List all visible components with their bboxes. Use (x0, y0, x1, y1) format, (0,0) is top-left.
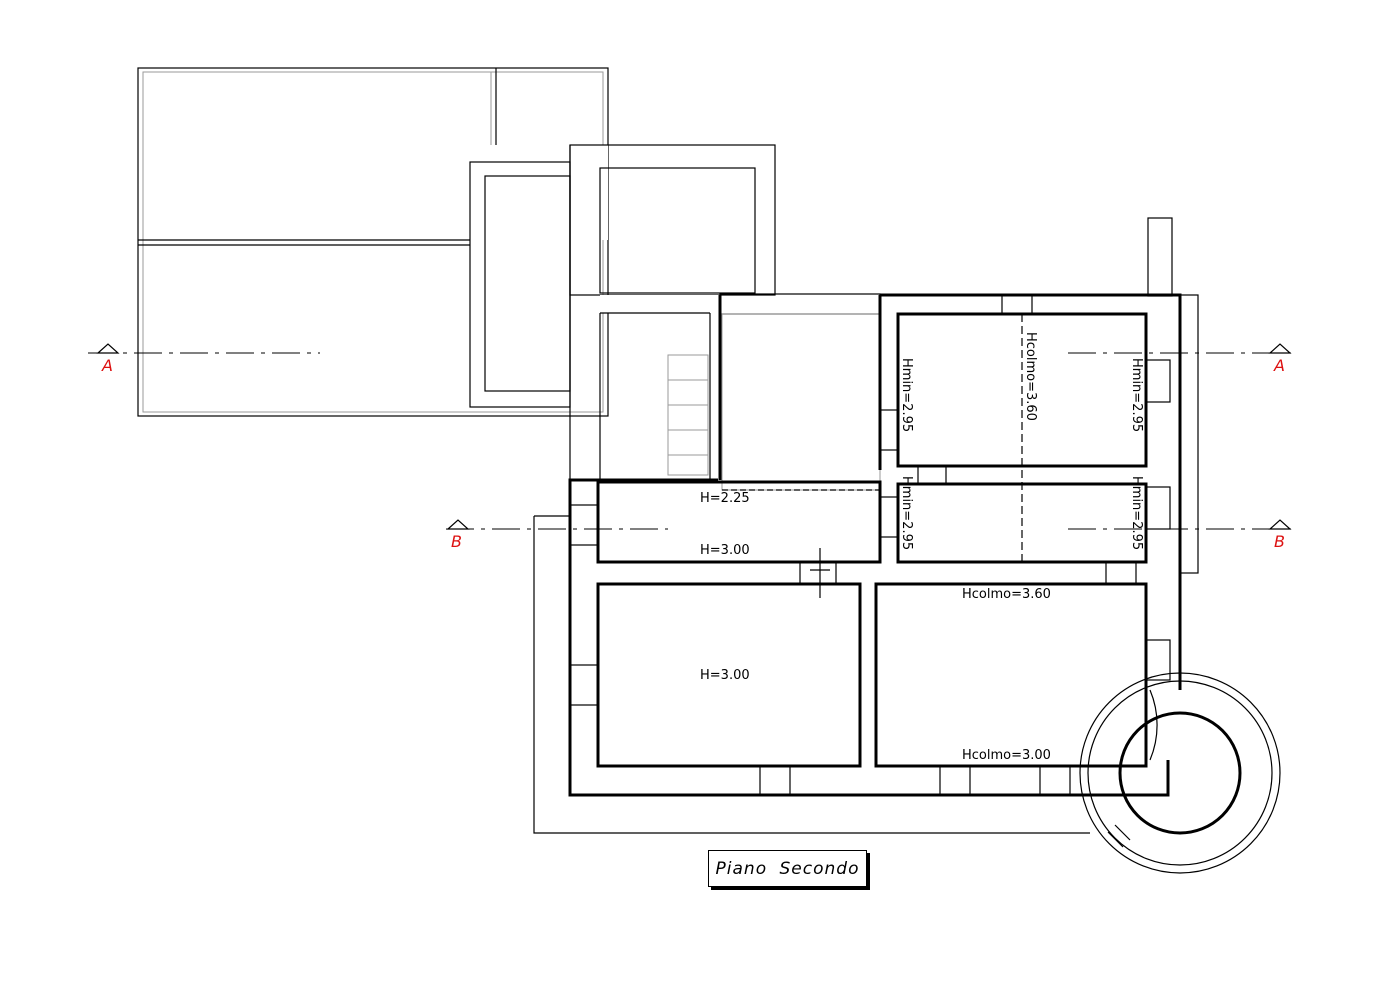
terrace-perimeter (533, 515, 1090, 834)
section-b-label-left: B (451, 532, 462, 551)
corridor-height-low: H=2.25 (700, 491, 750, 506)
plan-title: Piano Secondo (715, 858, 860, 879)
room-e-height-right: Hmin=2.95 (1129, 476, 1144, 550)
terrace-center (667, 293, 881, 491)
round-tower (1079, 672, 1281, 874)
section-line-b (446, 519, 1298, 530)
room-ne-height-left: Hmin=2.95 (899, 358, 914, 432)
section-line-a (88, 343, 1298, 354)
room-ne-height-right: Hmin=2.95 (1129, 358, 1144, 432)
flue (1147, 217, 1173, 297)
terrace-north (569, 144, 776, 480)
room-ne-height-center: Hcolmo=3.60 (1023, 332, 1038, 421)
room-sw-height: H=3.00 (700, 668, 750, 683)
balcony-east (1179, 294, 1199, 574)
room-e-height-left: Hmin=2.95 (899, 476, 914, 550)
corridor-height: H=3.00 (700, 543, 750, 558)
room-outlines (596, 312, 1148, 768)
room-se-height-bottom: Hcolmo=3.00 (962, 748, 1051, 763)
room-se-height-top: Hcolmo=3.60 (962, 587, 1051, 602)
section-a-label-left: A (101, 356, 113, 375)
section-b-label-right: B (1274, 532, 1285, 551)
section-a-label-right: A (1273, 356, 1285, 375)
plan-title-box: Piano Secondo (708, 850, 867, 887)
windows (569, 294, 1171, 796)
roof-tiles (137, 67, 609, 417)
